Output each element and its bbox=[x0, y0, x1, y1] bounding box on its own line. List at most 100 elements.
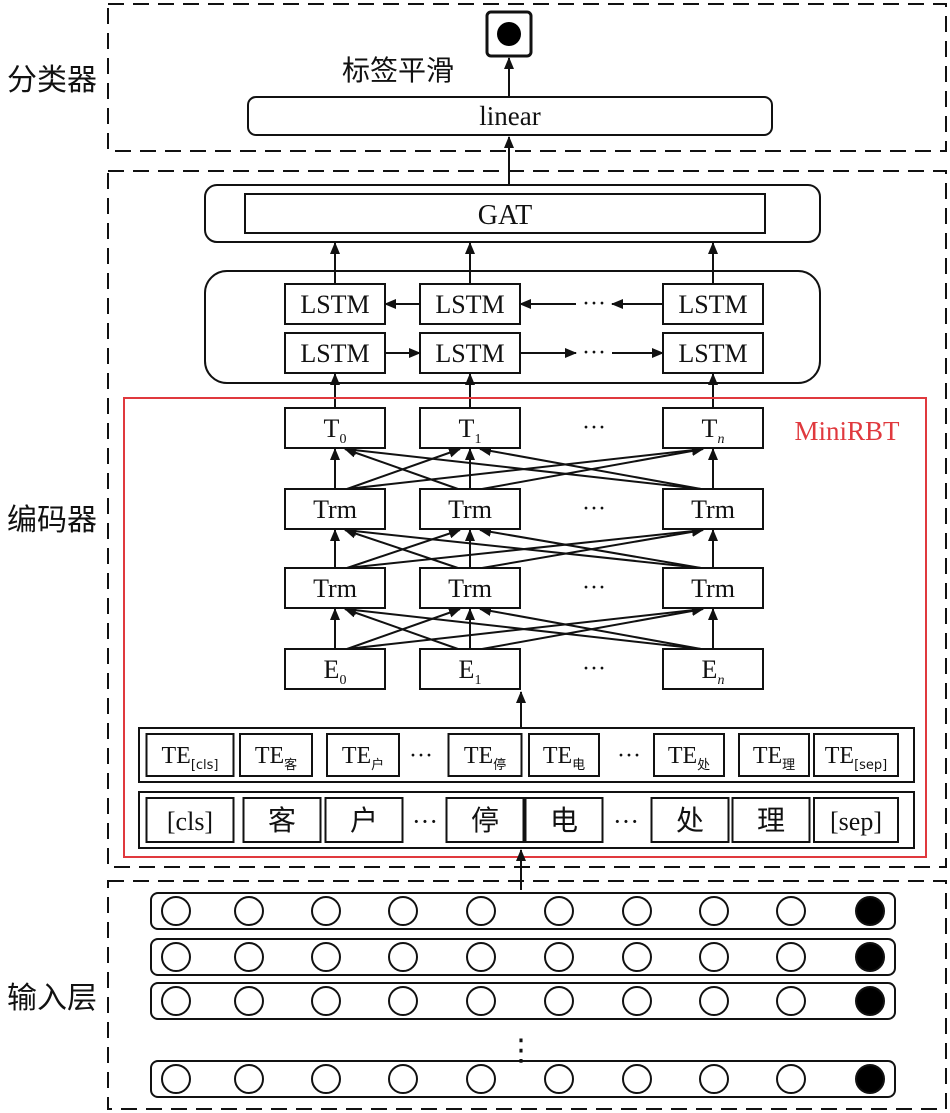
one-hot-active-node bbox=[855, 1064, 885, 1094]
token-label: 处 bbox=[676, 804, 704, 837]
e-box bbox=[662, 648, 764, 690]
t-box bbox=[419, 407, 521, 449]
one-hot-node bbox=[161, 942, 191, 972]
token-label: [cls] bbox=[167, 807, 213, 836]
te-subscript: 理 bbox=[782, 758, 795, 773]
one-hot-node bbox=[161, 986, 191, 1016]
trm-box bbox=[662, 488, 764, 530]
trm-label: Trm bbox=[691, 495, 735, 524]
one-hot-node bbox=[311, 896, 341, 926]
one-hot-node bbox=[544, 1064, 574, 1094]
classifier-section-label: 分类器 bbox=[7, 63, 97, 98]
one-hot-node bbox=[388, 1064, 418, 1094]
lstm-label: LSTM bbox=[678, 339, 747, 368]
one-hot-node bbox=[388, 986, 418, 1016]
transformer-ellipsis: ··· bbox=[582, 415, 606, 441]
t-box bbox=[284, 407, 386, 449]
token-embedding-label: TE处 bbox=[668, 743, 710, 773]
label-smoothing-label: 标签平滑 bbox=[342, 54, 454, 87]
encoder-section-label: 编码器 bbox=[7, 503, 97, 538]
trm-label: Trm bbox=[448, 574, 492, 603]
token-embedding-label: TE客 bbox=[255, 743, 297, 773]
one-hot-node bbox=[544, 896, 574, 926]
token-embedding-label: TE停 bbox=[464, 743, 506, 773]
transformer-connection bbox=[344, 605, 702, 650]
gat-inner-box bbox=[244, 193, 766, 234]
trm-box bbox=[284, 567, 386, 609]
transformer-ellipsis: ··· bbox=[582, 656, 606, 682]
transformer-connection bbox=[344, 526, 702, 569]
trm-box bbox=[419, 488, 521, 530]
token-embedding-label: TE电 bbox=[543, 743, 585, 773]
token-embedding-box bbox=[653, 733, 725, 777]
one-hot-node bbox=[388, 942, 418, 972]
one-hot-active-node bbox=[855, 896, 885, 926]
trm-box bbox=[284, 488, 386, 530]
linear-layer-label: linear bbox=[479, 101, 540, 131]
one-hot-active-node bbox=[855, 986, 885, 1016]
lstm-ellipsis: ··· bbox=[582, 340, 606, 366]
one-hot-row bbox=[150, 892, 896, 930]
token-embedding-label: TE[cls] bbox=[161, 743, 218, 773]
node-subscript: n bbox=[717, 432, 724, 447]
token-box bbox=[524, 797, 604, 843]
te-ellipsis: ··· bbox=[617, 743, 641, 769]
t-label: T1 bbox=[459, 414, 482, 447]
one-hot-node bbox=[388, 896, 418, 926]
te-base: TE bbox=[464, 743, 493, 769]
node-subscript: 1 bbox=[474, 673, 481, 688]
one-hot-node bbox=[622, 942, 652, 972]
token-embedding-box bbox=[447, 733, 523, 777]
one-hot-node bbox=[622, 1064, 652, 1094]
one-hot-node bbox=[311, 1064, 341, 1094]
token-label: 理 bbox=[757, 804, 785, 837]
one-hot-node bbox=[466, 1064, 496, 1094]
token-embedding-box bbox=[239, 733, 313, 777]
lstm-ellipsis: ··· bbox=[582, 291, 606, 317]
one-hot-node bbox=[234, 896, 264, 926]
token-box bbox=[445, 797, 525, 843]
one-hot-node bbox=[699, 986, 729, 1016]
classifier-section-frame bbox=[107, 3, 947, 152]
one-hot-node bbox=[544, 986, 574, 1016]
te-subscript: [cls] bbox=[191, 758, 219, 773]
t-label: Tn bbox=[702, 414, 725, 447]
one-hot-node bbox=[699, 942, 729, 972]
e-box bbox=[284, 648, 386, 690]
one-hot-node bbox=[622, 986, 652, 1016]
t-box bbox=[662, 407, 764, 449]
te-base: TE bbox=[161, 743, 190, 769]
one-hot-row bbox=[150, 1060, 896, 1098]
token-embedding-box bbox=[326, 733, 400, 777]
lstm-label: LSTM bbox=[300, 290, 369, 319]
t-label: T0 bbox=[324, 414, 347, 447]
one-hot-node bbox=[466, 942, 496, 972]
token-embedding-box bbox=[528, 733, 600, 777]
token-label: 户 bbox=[350, 804, 378, 837]
token-label: 客 bbox=[268, 804, 296, 837]
lstm-label: LSTM bbox=[300, 339, 369, 368]
one-hot-node bbox=[776, 942, 806, 972]
node-base: E bbox=[702, 655, 718, 684]
node-base: E bbox=[459, 655, 475, 684]
token-embedding-box bbox=[145, 733, 235, 777]
te-subscript: 电 bbox=[572, 758, 585, 773]
node-subscript: 1 bbox=[474, 432, 481, 447]
gat-label: GAT bbox=[478, 200, 532, 231]
te-subscript: 处 bbox=[697, 758, 710, 773]
token-box bbox=[813, 797, 899, 843]
trm-label: Trm bbox=[313, 495, 357, 524]
input-gap-ellipsis: ⋮ bbox=[506, 1033, 536, 1068]
transformer-connection bbox=[344, 528, 459, 569]
te-base: TE bbox=[668, 743, 697, 769]
te-base: TE bbox=[255, 743, 284, 769]
te-base: TE bbox=[342, 743, 371, 769]
lstm-label: LSTM bbox=[435, 339, 504, 368]
e-label: E1 bbox=[459, 655, 482, 688]
one-hot-node bbox=[699, 1064, 729, 1094]
node-subscript: 0 bbox=[339, 673, 346, 688]
token-box bbox=[145, 797, 235, 843]
transformer-connection bbox=[479, 526, 702, 569]
